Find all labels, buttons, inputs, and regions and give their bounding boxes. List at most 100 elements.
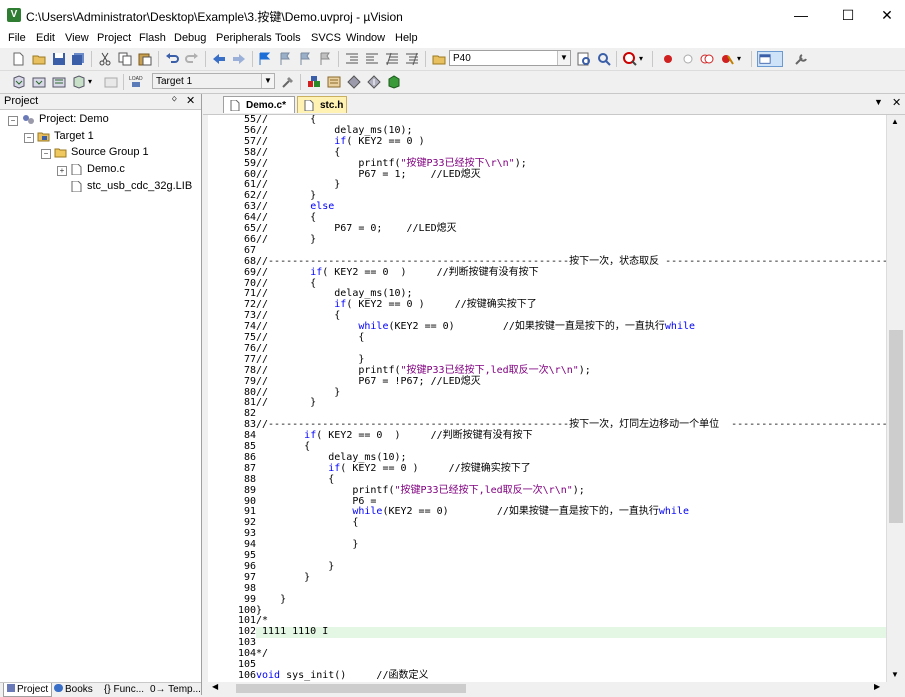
code-line[interactable]: // if( KEY2 == 0 ) //判断按键有没有按下 <box>256 266 539 278</box>
code-line[interactable]: // } <box>256 233 317 245</box>
code-line[interactable]: } <box>256 560 335 572</box>
code-line[interactable]: while(KEY2 == 0) //如果按键一直是按下的，一直执行while <box>352 506 689 518</box>
clear-bookmarks-icon[interactable] <box>318 52 332 66</box>
find-combo[interactable]: P40 ▼ <box>449 50 571 66</box>
disable-all-breakpoints-icon[interactable] <box>700 52 714 66</box>
code-line[interactable]: //--------------------------------------… <box>256 419 886 431</box>
uncomment-icon[interactable] <box>405 52 419 66</box>
tab-list-dropdown-icon[interactable]: ▼ <box>874 97 883 107</box>
comment-icon[interactable] <box>385 52 399 66</box>
code-line[interactable]: // P67 = 0; //LED熄灭 <box>256 223 457 234</box>
code-line[interactable]: } <box>256 593 287 605</box>
tab-demo-c[interactable]: Demo.c* <box>223 96 295 113</box>
code-line[interactable]: // } <box>256 386 341 398</box>
code-line[interactable]: { <box>256 441 311 452</box>
menu-tools[interactable]: Tools <box>275 32 301 44</box>
code-line[interactable]: 1111 1110 I <box>256 626 329 638</box>
menu-svcs[interactable]: SVCS <box>311 32 341 44</box>
code-line[interactable]: /* <box>256 615 269 627</box>
find-icon[interactable] <box>577 52 591 66</box>
menu-view[interactable]: View <box>65 32 89 44</box>
code-line[interactable]: // if( KEY2 == 0 ) //按键确实按下了 <box>256 299 537 311</box>
chevron-down-icon[interactable]: ▾ <box>737 54 742 63</box>
code-line[interactable]: } <box>256 539 359 551</box>
save-icon[interactable] <box>52 52 66 66</box>
scroll-left-icon[interactable]: ◀ <box>212 682 219 691</box>
tab-stc-h[interactable]: stc.h <box>297 96 347 113</box>
scroll-up-icon[interactable]: ▲ <box>891 117 899 126</box>
select-packs-icon[interactable] <box>347 75 361 89</box>
unindent-icon[interactable] <box>365 52 379 66</box>
collapse-project-icon[interactable]: − <box>8 116 18 126</box>
build-icon[interactable] <box>32 75 46 89</box>
code-line[interactable]: // delay_ms(10); <box>256 288 413 300</box>
bookmark-icon[interactable] <box>258 52 272 66</box>
menu-debug[interactable]: Debug <box>174 32 207 44</box>
pin-icon[interactable]: ᛜ <box>171 94 178 106</box>
download-load-icon[interactable]: LOAD <box>129 75 143 89</box>
menu-help[interactable]: Help <box>395 32 418 44</box>
chevron-down-icon[interactable]: ▾ <box>639 54 644 63</box>
code-line[interactable]: // { <box>256 146 341 158</box>
code-line[interactable]: if( KEY2 == 0 ) //按键确实按下了 <box>328 462 531 474</box>
code-line[interactable]: if( KEY2 == 0 ) //判断按键有没有按下 <box>304 430 533 442</box>
tree-target[interactable]: Target 1 <box>37 128 94 144</box>
code-line[interactable]: // delay_ms(10); <box>256 124 413 136</box>
debug-session-icon[interactable] <box>623 52 637 66</box>
chevron-down-icon[interactable]: ▾ <box>88 77 93 86</box>
translate-icon[interactable] <box>12 75 26 89</box>
menu-window[interactable]: Window <box>346 32 386 44</box>
code-line[interactable]: // else <box>256 201 335 213</box>
paste-icon[interactable] <box>138 52 152 66</box>
menu-flash[interactable]: Flash <box>139 32 166 44</box>
navigate-back-icon[interactable] <box>212 52 226 66</box>
find-in-files-icon[interactable] <box>432 52 446 66</box>
code-line[interactable]: // P67 = !P67; //LED熄灭 <box>256 375 481 387</box>
code-line[interactable]: // { <box>256 310 341 322</box>
horizontal-scrollbar[interactable]: ◀ ▶ <box>208 682 886 695</box>
code-line[interactable]: // { <box>256 212 317 224</box>
code-line[interactable]: // printf("按键P33已经按下\r\n"); <box>256 157 527 169</box>
scroll-right-icon[interactable]: ▶ <box>874 682 881 691</box>
tree-project-root[interactable]: Project: Demo <box>22 111 109 127</box>
undo-icon[interactable] <box>165 52 179 66</box>
prev-bookmark-icon[interactable] <box>278 52 292 66</box>
code-line[interactable]: // { <box>256 277 317 289</box>
minimize-button[interactable]: — <box>794 7 808 23</box>
vertical-scrollbar[interactable]: ▲ ▼ <box>886 115 905 682</box>
code-line[interactable]: } <box>256 571 311 583</box>
tab-books[interactable]: Books <box>54 683 93 696</box>
code-line[interactable]: void sys_init() //函数定义 <box>256 669 429 681</box>
target-select[interactable]: Target 1 ▼ <box>152 73 275 89</box>
indent-icon[interactable] <box>345 52 359 66</box>
tree-source-group[interactable]: Source Group 1 <box>54 144 149 160</box>
open-file-icon[interactable] <box>32 52 46 66</box>
code-line[interactable]: { <box>256 473 335 485</box>
code-line[interactable]: // } <box>256 353 365 365</box>
incremental-find-icon[interactable] <box>597 52 611 66</box>
code-line[interactable]: } <box>256 604 263 616</box>
tab-functions[interactable]: {} Func... <box>104 683 144 696</box>
menu-edit[interactable]: Edit <box>36 32 55 44</box>
menu-project[interactable]: Project <box>97 32 132 44</box>
code-line[interactable]: // <box>256 342 269 354</box>
horizontal-scroll-thumb[interactable] <box>236 684 466 693</box>
code-line[interactable]: delay_ms(10); <box>256 451 407 463</box>
code-line[interactable]: // { <box>256 332 365 343</box>
vertical-scroll-thumb[interactable] <box>889 330 903 523</box>
code-line[interactable]: // } <box>256 397 317 409</box>
rebuild-icon[interactable] <box>52 75 66 89</box>
code-line[interactable]: */ <box>256 648 269 660</box>
chevron-down-icon[interactable]: ▼ <box>261 74 274 88</box>
target-options-icon[interactable] <box>281 75 295 89</box>
code-line[interactable]: // if( KEY2 == 0 ) <box>256 135 425 147</box>
close-button[interactable]: ✕ <box>881 7 893 23</box>
chevron-down-icon[interactable]: ▼ <box>557 51 570 65</box>
configure-icon[interactable] <box>794 52 808 66</box>
save-all-icon[interactable] <box>71 52 85 66</box>
insert-breakpoint-icon[interactable] <box>661 52 675 66</box>
cut-icon[interactable] <box>98 52 112 66</box>
run-time-environment-icon[interactable] <box>387 75 401 89</box>
manage-components-icon[interactable] <box>307 75 321 89</box>
code-line[interactable]: { <box>256 517 359 529</box>
